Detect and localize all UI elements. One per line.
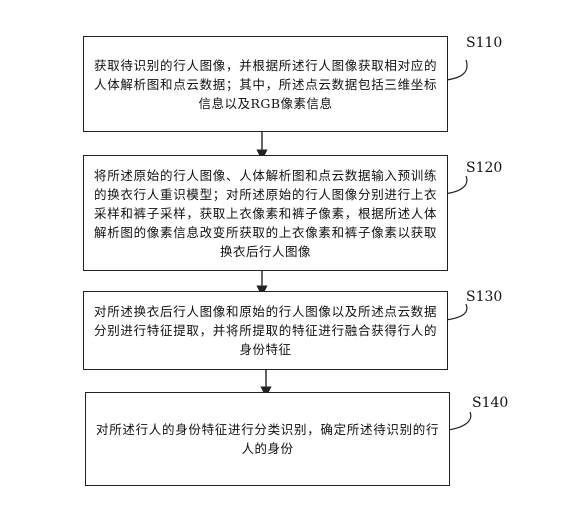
step-box-s120: 将所述原始的行人图像、人体解析图和点云数据输入预训练的换衣行人重识模型；对所述原… <box>83 155 448 271</box>
step-text-s130: 对所述换衣后行人图像和原始的行人图像以及所述点云数据分别进行特征提取，并将所提取… <box>94 304 437 357</box>
leader-s140 <box>447 411 472 431</box>
step-label-s120: S120 <box>466 160 503 176</box>
step-label-s140: S140 <box>472 395 509 411</box>
step-box-s130: 对所述换衣后行人图像和原始的行人图像以及所述点云数据分别进行特征提取，并将所提取… <box>83 291 448 370</box>
leader-s110 <box>445 59 468 81</box>
step-box-s110: 获取待识别的行人图像，并根据所述行人图像获取相对应的人体解析图和点云数据；其中，… <box>83 36 448 132</box>
step-label-s110: S110 <box>466 35 503 51</box>
step-text-s140: 对所述行人的身份特征进行分类识别，确定所述待识别的行人的身份 <box>96 422 439 456</box>
leader-s130 <box>445 303 468 321</box>
step-text-s120: 将所述原始的行人图像、人体解析图和点云数据输入预训练的换衣行人重识模型；对所述原… <box>94 167 437 259</box>
step-text-s110: 获取待识别的行人图像，并根据所述行人图像获取相对应的人体解析图和点云数据；其中，… <box>94 57 437 111</box>
step-label-s130: S130 <box>466 289 503 305</box>
step-box-s140: 对所述行人的身份特征进行分类识别，确定所述待识别的行人的身份 <box>85 392 450 486</box>
